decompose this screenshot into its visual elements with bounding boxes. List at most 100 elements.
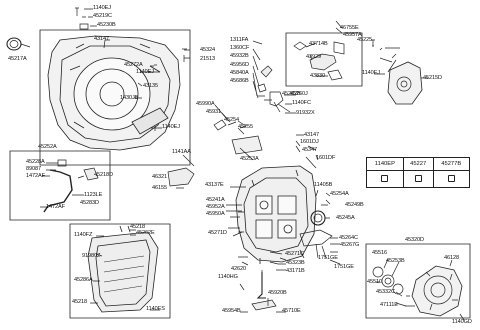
part-callout: 1751GE bbox=[318, 255, 338, 261]
seal-ring-drawing bbox=[6, 37, 22, 51]
bolt-45225 bbox=[371, 39, 375, 47]
part-callout: 45283D bbox=[80, 200, 99, 206]
part-callout: 45254A bbox=[330, 191, 349, 197]
parts-reference-table: 1140EP 45227 45277B bbox=[366, 157, 471, 188]
part-callout: 45516 bbox=[372, 250, 388, 256]
part-callout: 45218 bbox=[130, 224, 146, 230]
part-callout: 43147 bbox=[304, 132, 320, 138]
part-callout: 46155 bbox=[152, 185, 168, 191]
part-callout: 1472AF bbox=[46, 204, 65, 210]
part-callout: 45219C bbox=[93, 13, 112, 19]
part-callout: 45253A bbox=[240, 156, 259, 162]
part-callout: 45252A bbox=[38, 144, 57, 150]
part-callout: 45245A bbox=[336, 215, 355, 221]
part-callout: 45271D bbox=[208, 230, 227, 236]
part-callout: 45267G bbox=[340, 242, 360, 248]
part-callout: 1360CF bbox=[230, 45, 250, 51]
part-callout: 45286A bbox=[74, 277, 93, 283]
part-callout: 1601DF bbox=[316, 155, 336, 161]
part-callout: 45262E bbox=[136, 230, 155, 236]
part-callout: 45217A bbox=[8, 56, 27, 62]
part-callout: 1140FC bbox=[292, 100, 311, 106]
part-callout: 43714B bbox=[309, 41, 328, 47]
part-callout: 1140FZ bbox=[74, 232, 93, 238]
part-callout: 45228A bbox=[26, 159, 45, 165]
part-callout: 11405B bbox=[314, 182, 333, 188]
bolt-icon bbox=[447, 174, 455, 182]
mount-bracket-drawing bbox=[387, 53, 423, 105]
part-callout: 45956D bbox=[230, 62, 249, 68]
parts-table-icon-row bbox=[366, 170, 471, 188]
part-callout: 45932B bbox=[230, 53, 249, 59]
part-callout: 91980Z bbox=[82, 253, 101, 259]
part-callout: 45320D bbox=[405, 237, 424, 243]
part-callout: 45249B bbox=[345, 202, 364, 208]
oil-line-drawing bbox=[43, 159, 99, 213]
part-callout: 1140EJ bbox=[93, 5, 111, 11]
part-callout: 45952A bbox=[206, 204, 225, 210]
part-callout: 1140EJ bbox=[362, 70, 380, 76]
part-callout: 45323B bbox=[286, 260, 305, 266]
pump-box-outline bbox=[365, 243, 471, 319]
part-callout: 89087 bbox=[26, 166, 42, 172]
part-callout: 46128 bbox=[444, 255, 460, 261]
bolt-drawing-top bbox=[75, 7, 89, 30]
part-callout: 1140HG bbox=[218, 274, 238, 280]
part-callout: 43929 bbox=[306, 54, 322, 60]
part-callout: 45332C bbox=[376, 289, 395, 295]
part-callout: 45215D bbox=[423, 75, 442, 81]
part-callout: 43830 bbox=[310, 73, 326, 79]
part-callout: 43171B bbox=[286, 268, 305, 274]
part-callout: 46321 bbox=[152, 174, 168, 180]
pump-drawing bbox=[372, 265, 463, 317]
part-callout: 45262B bbox=[282, 91, 301, 97]
part-callout: 45957A bbox=[343, 32, 362, 38]
part-callout: 91932X bbox=[296, 110, 315, 116]
parts-table-header: 45277B bbox=[432, 157, 471, 171]
part-callout: 43135 bbox=[143, 83, 159, 89]
part-callout: 45218D bbox=[94, 172, 113, 178]
part-callout: 45931 bbox=[206, 109, 222, 115]
part-callout: 1123LE bbox=[84, 192, 103, 198]
part-callout: 45510 bbox=[367, 279, 383, 285]
part-callout: 45272A bbox=[124, 62, 143, 68]
part-callout: 45260J bbox=[290, 91, 308, 97]
part-callout: 45255 bbox=[238, 124, 254, 130]
part-callout: 45686B bbox=[230, 78, 249, 84]
oil-pan-box-outline bbox=[69, 223, 171, 319]
part-callout: 1140EJ bbox=[136, 69, 154, 75]
part-callout: 42620 bbox=[231, 266, 247, 272]
bolt-icon bbox=[414, 174, 422, 182]
part-callout: 45218 bbox=[72, 299, 88, 305]
parts-table-header: 1140EP bbox=[366, 157, 404, 171]
part-callout: 45920B bbox=[268, 290, 287, 296]
part-callout: 46755E bbox=[340, 25, 359, 31]
part-callout: 1141AA bbox=[172, 149, 191, 155]
part-callout: 45990A bbox=[196, 101, 215, 107]
parts-table-header-row: 1140EP 45227 45277B bbox=[366, 157, 471, 171]
part-callout: 45271C bbox=[285, 251, 304, 257]
small-bolts bbox=[154, 48, 187, 131]
part-callout: 1430JB bbox=[120, 95, 139, 101]
oil-filter-drawing bbox=[167, 167, 195, 187]
converter-housing-drawing bbox=[47, 35, 181, 151]
part-callout: 45710E bbox=[282, 308, 301, 314]
part-callout: 1601DJ bbox=[300, 139, 319, 145]
oil-line-box-outline bbox=[9, 150, 111, 221]
part-callout: 45225 bbox=[357, 37, 373, 43]
part-callout: 45254 bbox=[224, 117, 240, 123]
sensor-bracket-drawing bbox=[293, 41, 345, 81]
part-callout: 21513 bbox=[200, 56, 216, 62]
oil-pan-drawing bbox=[87, 225, 159, 313]
part-callout: 1140GD bbox=[452, 319, 472, 325]
part-callout: 1311FA bbox=[230, 37, 249, 43]
part-callout: 45253B bbox=[386, 258, 405, 264]
part-callout: 1140EJ bbox=[162, 124, 180, 130]
housing-box-outline bbox=[39, 29, 191, 166]
part-callout: 45241A bbox=[206, 197, 225, 203]
part-callout: 45230B bbox=[97, 22, 116, 28]
part-callout: 43147 bbox=[94, 36, 110, 42]
part-callout: 1140ES bbox=[146, 306, 165, 312]
